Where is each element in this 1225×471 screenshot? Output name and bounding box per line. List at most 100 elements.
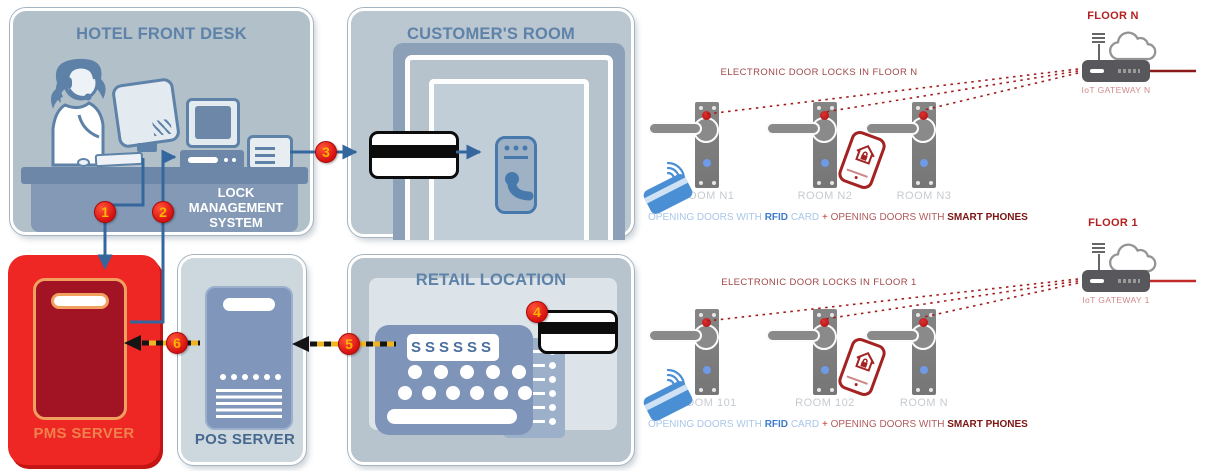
caption-rfid: RFID <box>764 419 789 430</box>
smartphone-icon-floor-n <box>835 128 889 192</box>
step-badge-5: 5 <box>338 333 360 355</box>
home-lock-icon <box>855 351 875 372</box>
gateway-light <box>1090 279 1104 283</box>
red-led <box>919 111 928 120</box>
pms-server-slot <box>51 293 109 309</box>
keyboard-icon <box>94 151 144 168</box>
handle-bar <box>766 122 820 135</box>
blue-led <box>821 159 829 167</box>
step-badge-3: 3 <box>315 141 337 163</box>
handle-bar <box>648 122 702 135</box>
receptionist-icon <box>51 58 106 167</box>
base-buttons <box>224 158 228 162</box>
door-lock-room-n <box>865 309 936 395</box>
panel-hotel-front-desk: HOTEL FRONT DESK LOCK MANAGEMEN <box>10 8 313 235</box>
caption-card: CARD <box>790 419 820 430</box>
antenna-bars-floor-1 <box>1092 243 1105 253</box>
lock-screws <box>916 106 920 110</box>
iot-gateway-n-label: IoT GATEWAY N <box>1081 85 1151 95</box>
step-badge-2: 2 <box>152 201 174 223</box>
panel-retail-location: RETAIL LOCATION SSSSSS <box>348 255 634 465</box>
handle-bar <box>648 329 702 342</box>
caption-card: CARD <box>790 212 820 223</box>
pos-server-icon <box>205 286 293 430</box>
gateway-ports <box>1118 279 1140 283</box>
caption-opening-red: OPENING DOORS WITH <box>830 212 945 223</box>
customers-room-title: CUSTOMER'S ROOM <box>407 25 575 43</box>
card-encoder-icon <box>247 135 293 171</box>
blue-led <box>920 159 928 167</box>
opening-caption-floor-n: OPENING DOORS WITH RFID CARD + OPENING D… <box>648 212 1028 223</box>
iot-gateway-1-label: IoT GATEWAY 1 <box>1082 295 1150 305</box>
pos-server-dots <box>220 374 226 380</box>
register-keys-row2 <box>398 386 412 400</box>
opening-caption-floor-1: OPENING DOORS WITH RFID CARD + OPENING D… <box>648 419 1028 430</box>
door-lock-room-102 <box>766 309 837 395</box>
monitor-stand <box>137 143 157 152</box>
iot-gateway-icon-floor-1 <box>1082 270 1150 292</box>
floor-1-locks-header: ELECTRONIC DOOR LOCKS IN FLOOR 1 <box>721 277 917 288</box>
room-102-label: ROOM 102 <box>795 397 855 409</box>
retail-title: RETAIL LOCATION <box>415 271 567 289</box>
computer-screen <box>195 106 231 139</box>
caption-smart-phones: SMART PHONES <box>947 212 1028 223</box>
keycard-stripe <box>372 145 456 158</box>
antenna-floor-n <box>1098 44 1100 62</box>
register-display: SSSSSS <box>407 334 499 361</box>
room-n1-label: ROOM N1 <box>679 190 735 202</box>
lock-screws <box>916 313 920 317</box>
lock-screws <box>699 106 703 110</box>
caption-plus: + <box>821 212 828 223</box>
lock-management-computer-icon <box>186 98 240 148</box>
panel-pms-server: PMS SERVER <box>8 255 160 465</box>
blue-led <box>920 366 928 374</box>
door-lock-room-n2 <box>766 102 837 188</box>
lock-screws <box>699 313 703 317</box>
door-lock-detail <box>504 145 534 201</box>
red-led <box>820 318 829 327</box>
front-desk-title: HOTEL FRONT DESK <box>76 25 247 43</box>
pms-server-icon <box>33 278 127 420</box>
phone-home-button <box>854 382 859 387</box>
panel-customers-room: CUSTOMER'S ROOM <box>348 8 634 240</box>
pos-server-label: POS SERVER <box>194 431 296 448</box>
handle-bar <box>865 329 919 342</box>
retail-keycard-icon <box>538 310 618 354</box>
caption-smart-phones: SMART PHONES <box>947 419 1028 430</box>
lock-management-system-label: LOCK MANAGEMENT SYSTEM <box>188 185 284 230</box>
desk-monitor-icon <box>110 76 182 150</box>
panel-pos-server: POS SERVER <box>178 255 306 465</box>
room-n-label: ROOM N <box>899 397 949 409</box>
red-led <box>702 318 711 327</box>
desk-top <box>21 167 308 184</box>
register-keys-row1 <box>408 365 422 379</box>
caption-opening-red: OPENING DOORS WITH <box>830 419 945 430</box>
blue-led <box>821 366 829 374</box>
door-lock-room-n1 <box>648 102 719 188</box>
step-badge-4: 4 <box>526 301 548 323</box>
register-slot <box>387 409 517 424</box>
floor-n-locks-header: ELECTRONIC DOOR LOCKS IN FLOOR N <box>720 67 918 78</box>
room-n2-label: ROOM N2 <box>797 190 853 202</box>
caption-rfid: RFID <box>764 212 789 223</box>
base-slot <box>188 157 218 163</box>
mouse-icon <box>77 158 90 167</box>
retail-keycard-stripe <box>541 322 615 334</box>
room-n3-label: ROOM N3 <box>896 190 952 202</box>
pos-server-vents <box>216 389 282 419</box>
pos-server-slot <box>223 298 275 311</box>
rfid-card-stripe <box>644 177 689 204</box>
cloud-icon-floor-n <box>1109 31 1157 61</box>
floor-n-label: FLOOR N <box>1087 10 1139 22</box>
caption-opening-blue: OPENING DOORS WITH <box>648 419 762 430</box>
caption-plus: + <box>821 419 828 430</box>
computer-base-unit <box>180 150 244 170</box>
wireless-link-floorN-room3 <box>923 72 1079 111</box>
red-led <box>919 318 928 327</box>
lock-screws <box>817 106 821 110</box>
gateway-light <box>1090 69 1104 73</box>
door-lock-room-n3 <box>865 102 936 188</box>
antenna-floor-1 <box>1098 254 1100 272</box>
handle-bar <box>865 122 919 135</box>
